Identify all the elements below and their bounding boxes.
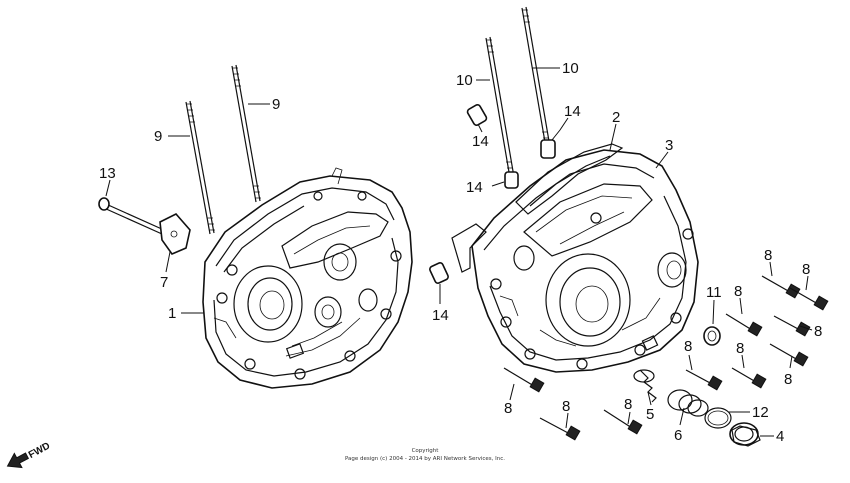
callout-8: 8 <box>562 398 570 415</box>
left-crankcase-half <box>202 167 413 389</box>
bolt-8-a <box>503 367 545 393</box>
bolt-8-i <box>773 315 811 337</box>
right-crankcase-half <box>471 149 699 373</box>
callout-1: 1 <box>168 305 176 322</box>
callout-5: 5 <box>646 406 654 423</box>
oil-strainer-spring <box>633 369 657 403</box>
collar <box>703 326 721 346</box>
bolt-8-e <box>725 313 763 337</box>
bolt-8-g <box>761 275 801 299</box>
callout-8: 8 <box>504 400 512 417</box>
callout-14: 14 <box>564 103 581 120</box>
callout-14: 14 <box>432 307 449 324</box>
bolt-13 <box>98 197 165 235</box>
bolt-8-j <box>769 343 809 367</box>
forward-arrow-icon <box>6 452 30 469</box>
callout-10: 10 <box>562 60 579 77</box>
forward-direction-indicator: FWD <box>6 441 52 469</box>
callout-8: 8 <box>624 396 632 413</box>
dowel-pin-d <box>429 262 449 284</box>
bolt-8-b <box>539 417 581 441</box>
callout-11: 11 <box>706 284 722 301</box>
leader-lines <box>105 67 813 437</box>
callout-13: 13 <box>99 165 116 182</box>
callout-9: 9 <box>154 128 162 145</box>
callout-10: 10 <box>456 72 473 89</box>
dowel-pin-c <box>504 171 519 189</box>
bolt-8-h <box>789 287 829 311</box>
callout-8: 8 <box>734 283 742 300</box>
copyright-title: Copyright <box>412 448 440 454</box>
bracket-7 <box>159 213 191 255</box>
oil-strainer-screen <box>667 389 709 417</box>
callout-8: 8 <box>784 371 792 388</box>
callout-9: 9 <box>272 96 280 113</box>
o-ring <box>704 407 732 429</box>
stud-bolt-9a <box>185 100 215 235</box>
callout-6: 6 <box>674 427 682 444</box>
stud-bolt-10a <box>485 36 515 179</box>
oil-drain-cap <box>729 422 761 447</box>
bolt-8-d <box>685 369 723 391</box>
callout-8: 8 <box>814 323 822 340</box>
callout-3: 3 <box>665 137 673 154</box>
dowel-pin-a <box>466 104 488 126</box>
stud-bolt-10b <box>521 6 551 149</box>
callout-14: 14 <box>472 133 489 150</box>
callout-14: 14 <box>466 179 483 196</box>
callout-2: 2 <box>612 109 620 126</box>
copyright-notice: Page design (c) 2004 - 2014 by ARI Netwo… <box>345 456 505 462</box>
crankcase-gasket <box>451 143 624 273</box>
callout-4: 4 <box>776 428 784 445</box>
bolt-8-f <box>731 367 767 389</box>
forward-label: FWD <box>27 441 52 461</box>
dowel-pin-b <box>540 139 556 159</box>
callout-8: 8 <box>684 338 692 355</box>
callout-8: 8 <box>764 247 772 264</box>
callout-12: 12 <box>752 404 769 421</box>
callout-8: 8 <box>736 340 744 357</box>
stud-bolt-9b <box>231 64 261 203</box>
bolt-8-c <box>603 409 643 435</box>
callout-7: 7 <box>160 274 168 291</box>
callout-8: 8 <box>802 261 810 278</box>
